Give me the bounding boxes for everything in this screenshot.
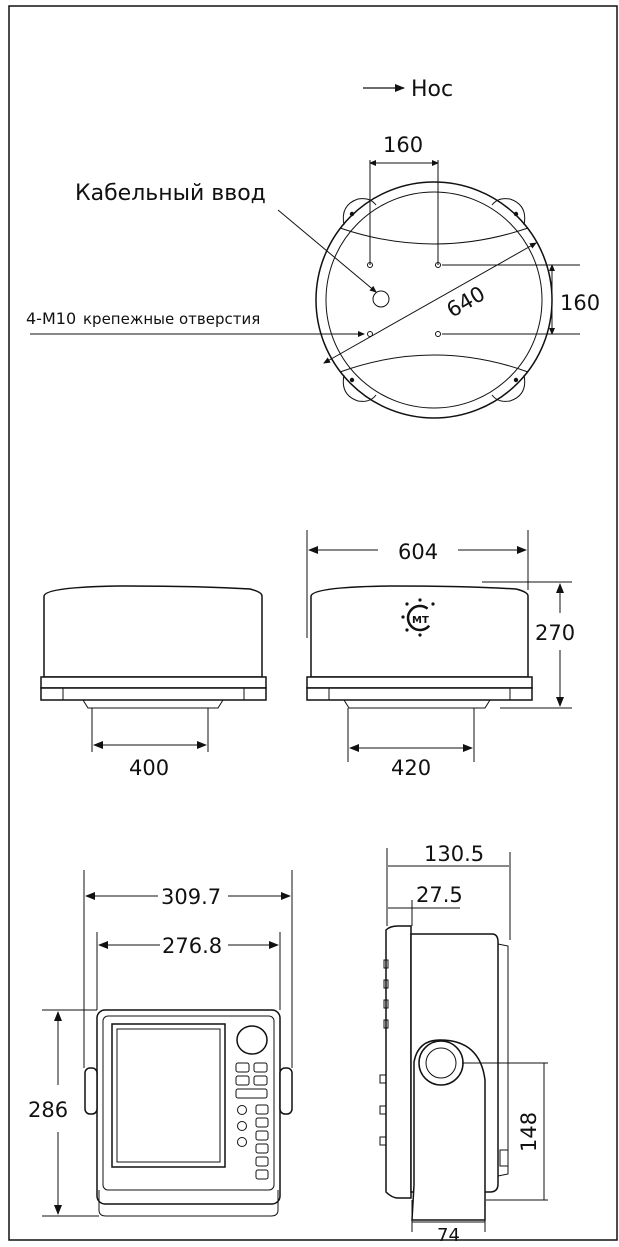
dim-mount-height: 148 bbox=[517, 1112, 541, 1152]
brand-logo: MT bbox=[401, 598, 435, 637]
bow-label: Нос bbox=[411, 77, 453, 102]
dim-spacing-h: 160 bbox=[383, 133, 423, 157]
dim-front: 27.5 bbox=[416, 883, 463, 907]
antenna-side-view-left: 400 bbox=[40, 585, 267, 780]
dome-top-outline bbox=[315, 181, 553, 419]
cable-entry-label: Кабельный ввод bbox=[75, 181, 266, 206]
dim-display-height: 286 bbox=[28, 1098, 68, 1122]
dim-spacing-v: 160 bbox=[560, 291, 600, 315]
dim-depth: 130.5 bbox=[424, 842, 484, 866]
holes-label-sub: крепежные отверстия bbox=[83, 310, 260, 328]
display-side-view: 130.5 27.5 148 74 bbox=[379, 842, 548, 1246]
dim-base: 74 bbox=[437, 1225, 460, 1242]
sheet-border bbox=[8, 5, 618, 1241]
keypad bbox=[235, 1062, 269, 1180]
dim-outer-width: 309.7 bbox=[161, 885, 221, 909]
dim-base-left: 400 bbox=[129, 756, 169, 780]
dim-width: 604 bbox=[398, 540, 438, 564]
dim-base-right: 420 bbox=[391, 756, 431, 780]
dim-inner-width: 276.8 bbox=[162, 934, 222, 958]
svg-text:MT: MT bbox=[412, 615, 429, 626]
holes-label-main: 4-M10 bbox=[26, 309, 76, 328]
display-front-view: 309.7 276.8 286 bbox=[28, 870, 293, 1217]
top-view: Нос 160 bbox=[26, 77, 600, 419]
dim-height: 270 bbox=[535, 621, 575, 645]
antenna-side-view-right: MT 604 270 420 bbox=[306, 530, 575, 780]
